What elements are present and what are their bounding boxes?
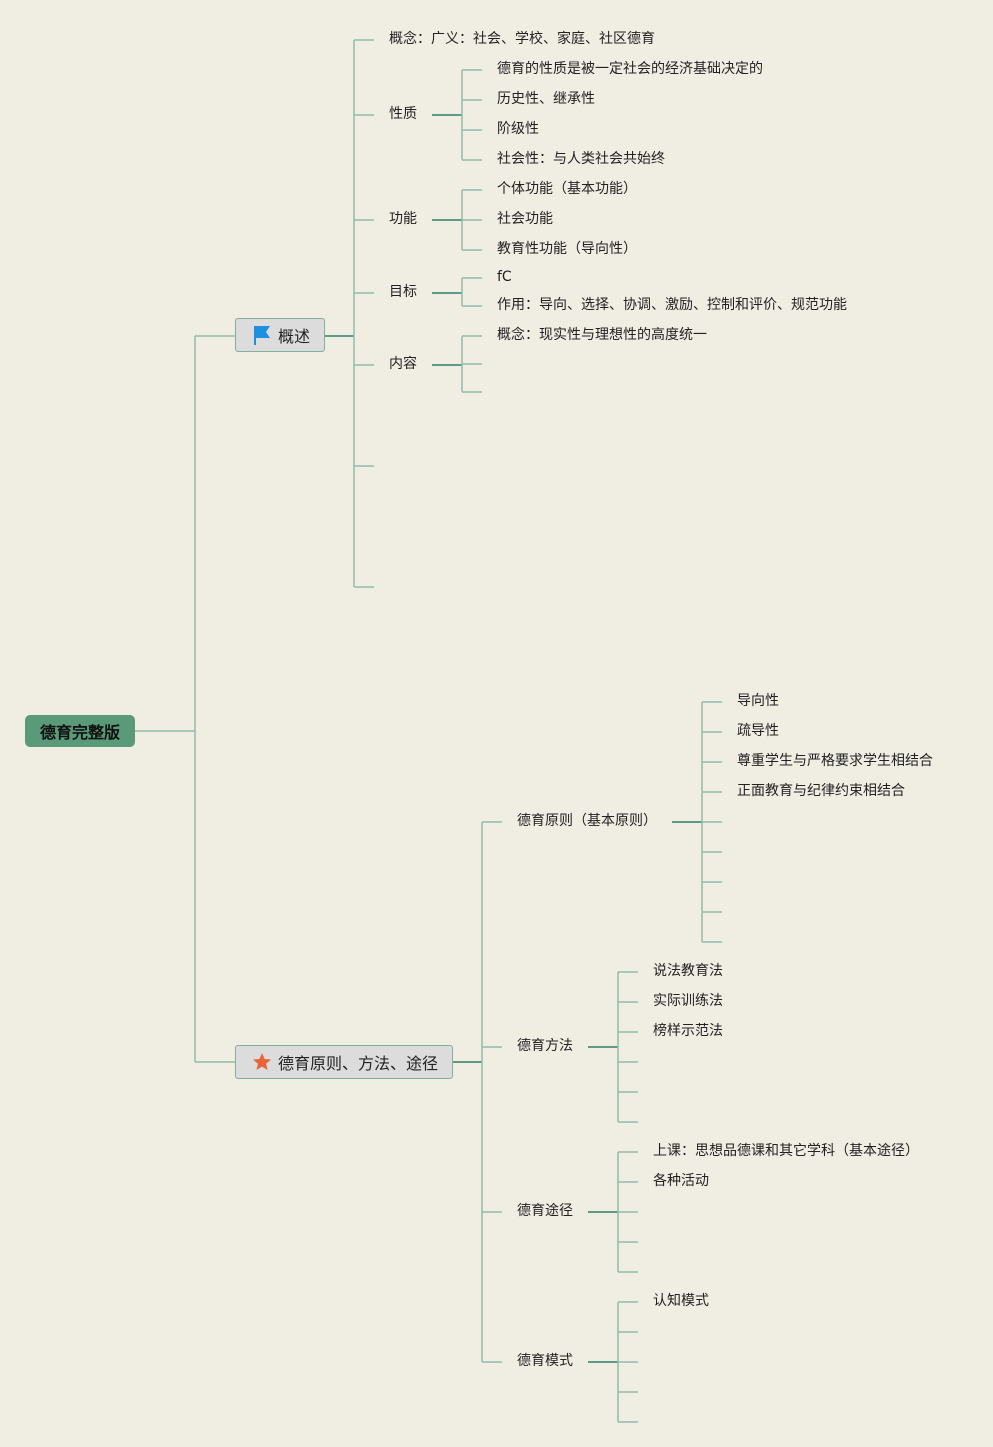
subtopic-node[interactable]: 德育的性质是被一定社会的经济基础决定的 [497,61,763,77]
subtopic-node[interactable]: 历史性、继承性 [497,91,595,107]
subtopic-node[interactable]: 社会功能 [497,211,553,227]
branch-label: 德育原则、方法、途径 [278,1054,439,1073]
subtopic-node[interactable]: 作用：导向、选择、协调、激励、控制和评价、规范功能 [497,297,847,313]
subtopic-node[interactable]: 教育性功能（导向性） [497,241,637,257]
topic-node[interactable]: 德育方法 [517,1038,573,1054]
subtopic-node[interactable]: 阶级性 [497,121,539,137]
branch-principles-methods[interactable]: 德育原则、方法、途径 [235,1045,453,1079]
branch-label: 概述 [278,327,311,346]
topic-node[interactable]: 概念：广义：社会、学校、家庭、社区德育 [389,31,655,47]
branch-overview[interactable]: 概述 [235,318,325,352]
star-icon [252,1052,272,1072]
subtopic-node[interactable]: 认知模式 [653,1293,709,1309]
subtopic-node[interactable]: 榜样示范法 [653,1023,723,1039]
topic-node[interactable]: 内容 [389,356,417,372]
subtopic-node[interactable]: 各种活动 [653,1173,709,1189]
flag-icon [252,324,272,346]
subtopic-node[interactable]: 正面教育与纪律约束相结合 [737,783,905,799]
subtopic-node[interactable]: 个体功能（基本功能） [497,181,637,197]
subtopic-node[interactable]: 导向性 [737,693,779,709]
subtopic-node[interactable]: 社会性：与人类社会共始终 [497,151,665,167]
topic-node[interactable]: 德育原则（基本原则） [517,813,657,829]
root-node[interactable]: 德育完整版 [25,715,135,747]
subtopic-node[interactable]: 实际训练法 [653,993,723,1009]
root-label: 德育完整版 [39,723,120,742]
topic-node[interactable]: 德育途径 [517,1203,573,1219]
subtopic-node[interactable]: 疏导性 [737,723,779,739]
subtopic-node[interactable]: 说法教育法 [653,963,723,979]
topic-node[interactable]: 功能 [389,211,417,227]
subtopic-node[interactable]: fC [497,269,512,285]
topic-node[interactable]: 目标 [389,284,417,300]
topic-node[interactable]: 性质 [389,106,417,122]
subtopic-node[interactable]: 概念：现实性与理想性的高度统一 [497,327,707,343]
subtopic-node[interactable]: 上课：思想品德课和其它学科（基本途径） [653,1143,919,1159]
topic-node[interactable]: 德育模式 [517,1353,573,1369]
subtopic-node[interactable]: 尊重学生与严格要求学生相结合 [737,753,933,769]
